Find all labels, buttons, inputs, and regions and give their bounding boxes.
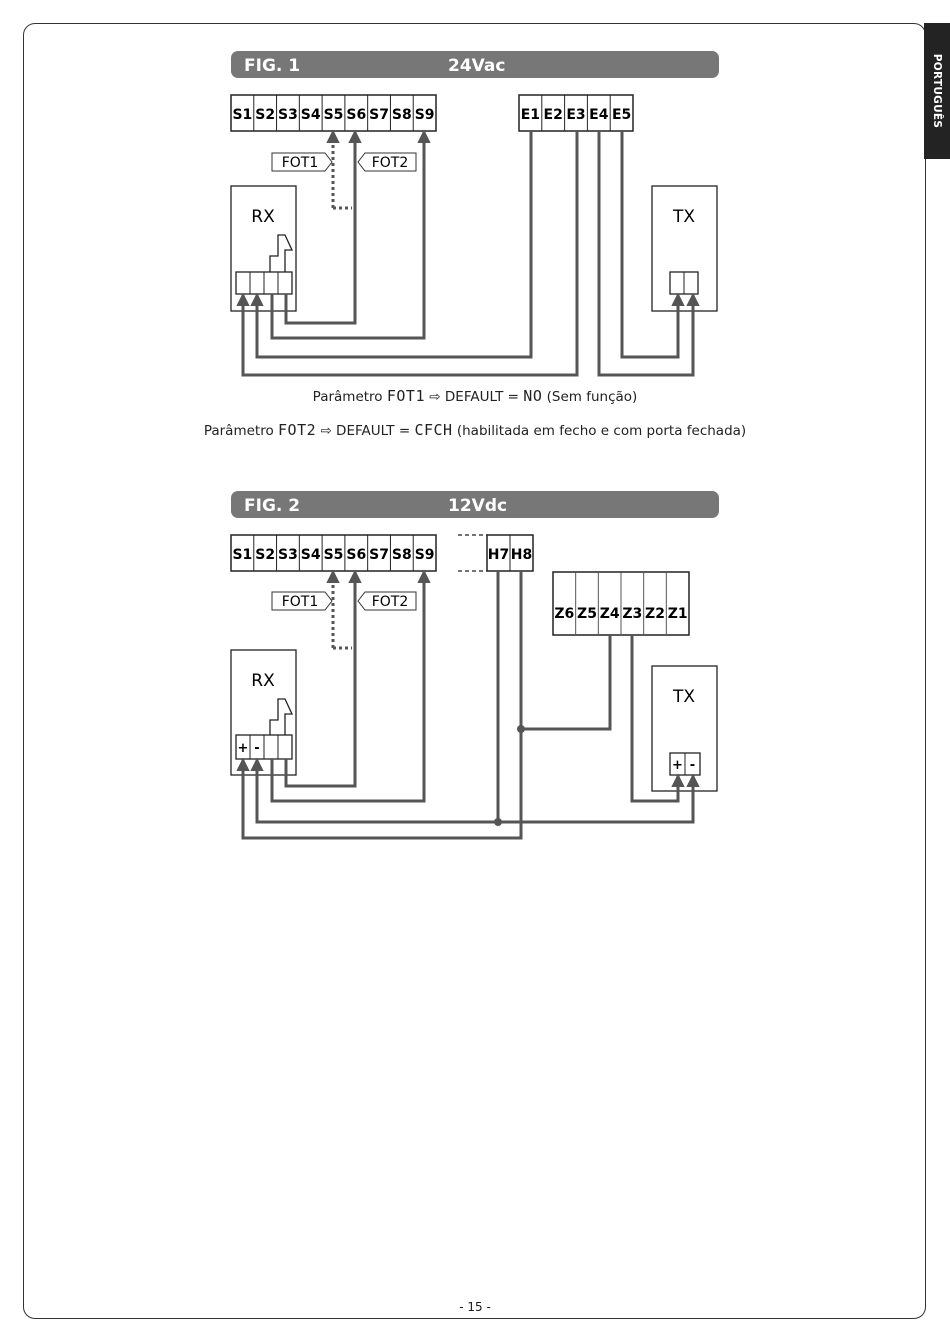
fig1-wire-rx-s9 — [270, 129, 431, 340]
fig2-terminal-z4: Z4 — [600, 606, 620, 622]
fig2-terminal-s8: S8 — [392, 547, 412, 563]
fig1-param-fot1-caption: Parâmetro FOT1 ⇨ DEFAULT = NO (Sem funçã… — [0, 387, 950, 405]
fig2-terminal-z3: Z3 — [622, 606, 642, 622]
fig1-terminal-e5: E5 — [612, 107, 631, 123]
fig2-terminal-z5: Z5 — [577, 606, 597, 622]
fig1-rx-label: RX — [251, 207, 275, 227]
fig2-terminal-s2: S2 — [255, 547, 275, 563]
fig2-terminal-z6: Z6 — [554, 606, 574, 622]
fig1-fot1-tag — [271, 152, 333, 172]
fig1-terminal-e2: E2 — [544, 107, 563, 123]
fig1-terminal-s4: S4 — [301, 107, 321, 123]
fig1-wire-e1-rx — [250, 131, 533, 359]
fig2-terminal-s4: S4 — [301, 547, 321, 563]
fig2-terminal-s7: S7 — [369, 547, 389, 563]
fig2-rx-relay-symbol — [269, 698, 294, 735]
fig1-wire-e3-rx — [236, 131, 579, 377]
fig2-wire-h8-z4 — [521, 635, 612, 731]
fig1-fot2-label: FOT2 — [372, 155, 409, 171]
fig1-fot2-tag — [357, 152, 417, 172]
param2-prefix: Parâmetro — [203, 423, 274, 439]
fig2-wire-rx-s9 — [270, 569, 431, 803]
fig2-fot1-tag — [271, 591, 333, 611]
language-tab: PORTUGUÊS — [924, 23, 950, 159]
param1-value: NO — [523, 387, 543, 405]
fig2-tx-label: TX — [672, 687, 695, 707]
fig2-voltage: 12Vdc — [448, 496, 507, 516]
fig1-terminal-s6: S6 — [346, 107, 366, 123]
fig1-terminal-s7: S7 — [369, 107, 389, 123]
fig1-terminal-e1: E1 — [521, 107, 540, 123]
fig2-terminal-z1: Z1 — [668, 606, 688, 622]
param1-default: DEFAULT = — [444, 389, 519, 405]
param2-description: (habilitada em fecho e com porta fechada… — [456, 423, 747, 439]
fig1-terminal-s8: S8 — [392, 107, 412, 123]
param1-arrow-icon: ⇨ — [429, 389, 441, 405]
fig2-tx-plus: + — [672, 758, 683, 773]
fig2-wires — [236, 569, 700, 840]
fig1-e-terminal-block — [518, 94, 634, 132]
page-frame — [23, 23, 926, 1319]
fig2-terminal-z2: Z2 — [645, 606, 665, 622]
fig1-wire-e4-tx — [597, 131, 700, 377]
param2-value: CFCH — [414, 421, 453, 439]
fig2-fot2-label: FOT2 — [372, 594, 409, 610]
fig1-wires — [236, 129, 700, 377]
fig1-terminal-s3: S3 — [278, 107, 298, 123]
fig1-wire-e5-tx — [620, 131, 685, 359]
fig2-terminal-s3: S3 — [278, 547, 298, 563]
fig2-rx-plus: + — [238, 741, 249, 756]
param2-code: FOT2 — [278, 421, 317, 439]
param1-prefix: Parâmetro — [312, 389, 383, 405]
fig2-terminal-h7: H7 — [488, 547, 509, 563]
fig2-wire-h7-tx-minus — [498, 773, 700, 824]
fig1-terminal-s5: S5 — [324, 107, 344, 123]
fig2-terminal-s6: S6 — [346, 547, 366, 563]
page-number: - 15 - — [459, 1300, 491, 1314]
param2-arrow-icon: ⇨ — [320, 423, 332, 439]
fig2-junction-dot — [517, 725, 525, 733]
fig2-rx-label: RX — [251, 671, 275, 691]
fig2-header-bar — [231, 491, 719, 518]
fig2-fot2-tag — [357, 591, 417, 611]
fig1-fot1-label: FOT1 — [282, 155, 319, 171]
fig2-terminal-s1: S1 — [232, 547, 252, 563]
fig2-tx-minus: - — [690, 758, 695, 773]
fig2-wire-h7-rx-minus — [250, 571, 500, 824]
fig1-terminal-e3: E3 — [566, 107, 585, 123]
fig1-terminal-s2: S2 — [255, 107, 275, 123]
param2-default: DEFAULT = — [336, 423, 411, 439]
fig1-voltage: 24Vac — [448, 56, 505, 76]
fig2-wire-z3-tx-plus — [630, 635, 685, 803]
fig1-header-bar — [231, 51, 719, 78]
fig2-junction-dot — [494, 818, 502, 826]
fig1-wire-rx-s6 — [284, 129, 362, 325]
fig2-wire-rx-s6 — [284, 569, 362, 788]
fig2-wire-h8-rx-plus — [236, 571, 523, 840]
fig2-fot1-label: FOT1 — [282, 594, 319, 610]
param1-description: (Sem função) — [546, 389, 638, 405]
fig1-terminal-s1: S1 — [232, 107, 252, 123]
fig1-label: FIG. 1 — [244, 56, 300, 76]
fig1-terminal-e4: E4 — [589, 107, 609, 123]
fig2-terminal-s9: S9 — [415, 547, 435, 563]
fig1-terminal-s9: S9 — [415, 107, 435, 123]
fig2-terminal-s5: S5 — [324, 547, 344, 563]
fig2-terminal-h8: H8 — [511, 547, 532, 563]
fig2-rx-minus: - — [254, 741, 259, 756]
fig1-rx-relay-symbol — [269, 234, 294, 272]
param1-code: FOT1 — [386, 387, 425, 405]
fig2-label: FIG. 2 — [244, 496, 300, 516]
fig1-tx-label: TX — [672, 207, 695, 227]
fig1-param-fot2-caption: Parâmetro FOT2 ⇨ DEFAULT = CFCH (habilit… — [0, 421, 950, 439]
